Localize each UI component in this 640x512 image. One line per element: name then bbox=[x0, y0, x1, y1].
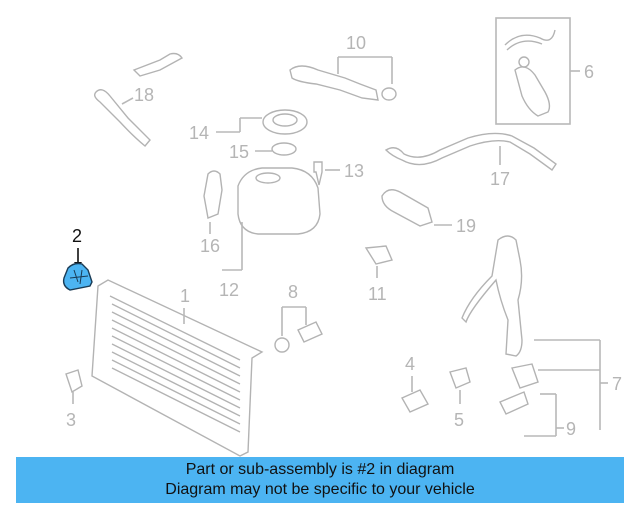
part-17-hose bbox=[384, 132, 557, 171]
part-17-group: 17 bbox=[384, 132, 557, 189]
callout-6: 6 bbox=[584, 62, 594, 82]
part-19-group: 19 bbox=[381, 189, 476, 236]
part-8-ring bbox=[274, 337, 290, 353]
part-5-group: 5 bbox=[449, 367, 471, 430]
part-10-ring bbox=[381, 87, 397, 101]
part-12-tank bbox=[237, 167, 321, 235]
callout-3: 3 bbox=[66, 410, 76, 430]
part-1-fins bbox=[109, 295, 241, 433]
part-18-pipe bbox=[132, 52, 184, 77]
part-6-valve bbox=[514, 66, 551, 117]
callout-1: 1 bbox=[180, 286, 190, 306]
part-16-bracket bbox=[203, 170, 223, 219]
part-7-tee bbox=[511, 363, 539, 389]
part-12-group: 12 bbox=[219, 167, 321, 300]
callout-13: 13 bbox=[344, 161, 364, 181]
part-2-detail bbox=[69, 269, 89, 285]
part-18-group: 18 bbox=[93, 52, 184, 147]
banner-line-2: Diagram may not be specific to your vehi… bbox=[165, 481, 475, 498]
part-5-sensor bbox=[449, 367, 471, 389]
callout-8: 8 bbox=[288, 282, 298, 302]
part-16-group: 16 bbox=[200, 170, 223, 256]
callout-7: 7 bbox=[612, 374, 622, 394]
part-1-group: 1 bbox=[91, 279, 264, 457]
part-3-bracket bbox=[65, 369, 83, 394]
callout-2: 2 bbox=[72, 226, 82, 246]
callout-19: 19 bbox=[456, 216, 476, 236]
callout-18: 18 bbox=[134, 85, 154, 105]
callout-17: 17 bbox=[490, 169, 510, 189]
callout-11: 11 bbox=[368, 284, 387, 304]
callout-15: 15 bbox=[229, 142, 249, 162]
part-13-group: 13 bbox=[313, 161, 364, 186]
part-9-fitting bbox=[499, 391, 529, 415]
part-6-group: 6 bbox=[495, 17, 594, 125]
part-10-hose bbox=[289, 65, 379, 101]
info-banner: Part or sub-assembly is #2 in diagram Di… bbox=[16, 457, 624, 503]
part-18-hose bbox=[93, 89, 151, 147]
part-13-sensor bbox=[313, 161, 323, 186]
part-8-group: 8 bbox=[274, 282, 323, 353]
part-14-cap-top bbox=[272, 113, 298, 127]
banner-line-1: Part or sub-assembly is #2 in diagram bbox=[185, 461, 455, 478]
callout-14: 14 bbox=[189, 123, 209, 143]
part-4-sensor bbox=[401, 389, 429, 413]
part-6-clip bbox=[518, 56, 530, 68]
part-14-cap bbox=[262, 109, 308, 135]
part-15-seal bbox=[271, 142, 297, 156]
leader-18 bbox=[121, 97, 134, 105]
part-14-15-group: 14 15 bbox=[189, 109, 308, 162]
callout-5: 5 bbox=[454, 410, 464, 430]
part-19-valve bbox=[381, 189, 433, 227]
part-10-group: 10 bbox=[289, 33, 397, 101]
part-8-sensor bbox=[297, 321, 323, 343]
part-12-neck bbox=[255, 172, 281, 184]
part-2-group[interactable]: 2 bbox=[62, 226, 93, 291]
part-4-group: 4 bbox=[401, 354, 429, 413]
callout-16: 16 bbox=[200, 236, 220, 256]
callout-9: 9 bbox=[566, 419, 576, 439]
part-3-group: 3 bbox=[65, 369, 83, 430]
part-11-group: 11 bbox=[364, 245, 393, 304]
callout-10: 10 bbox=[346, 33, 366, 53]
callout-12: 12 bbox=[219, 280, 239, 300]
part-7-9-group: 7 9 bbox=[461, 235, 622, 439]
callout-4: 4 bbox=[405, 354, 415, 374]
part-6-hose bbox=[504, 29, 556, 51]
part-7-hose bbox=[461, 235, 523, 357]
part-11-fitting bbox=[364, 245, 393, 265]
